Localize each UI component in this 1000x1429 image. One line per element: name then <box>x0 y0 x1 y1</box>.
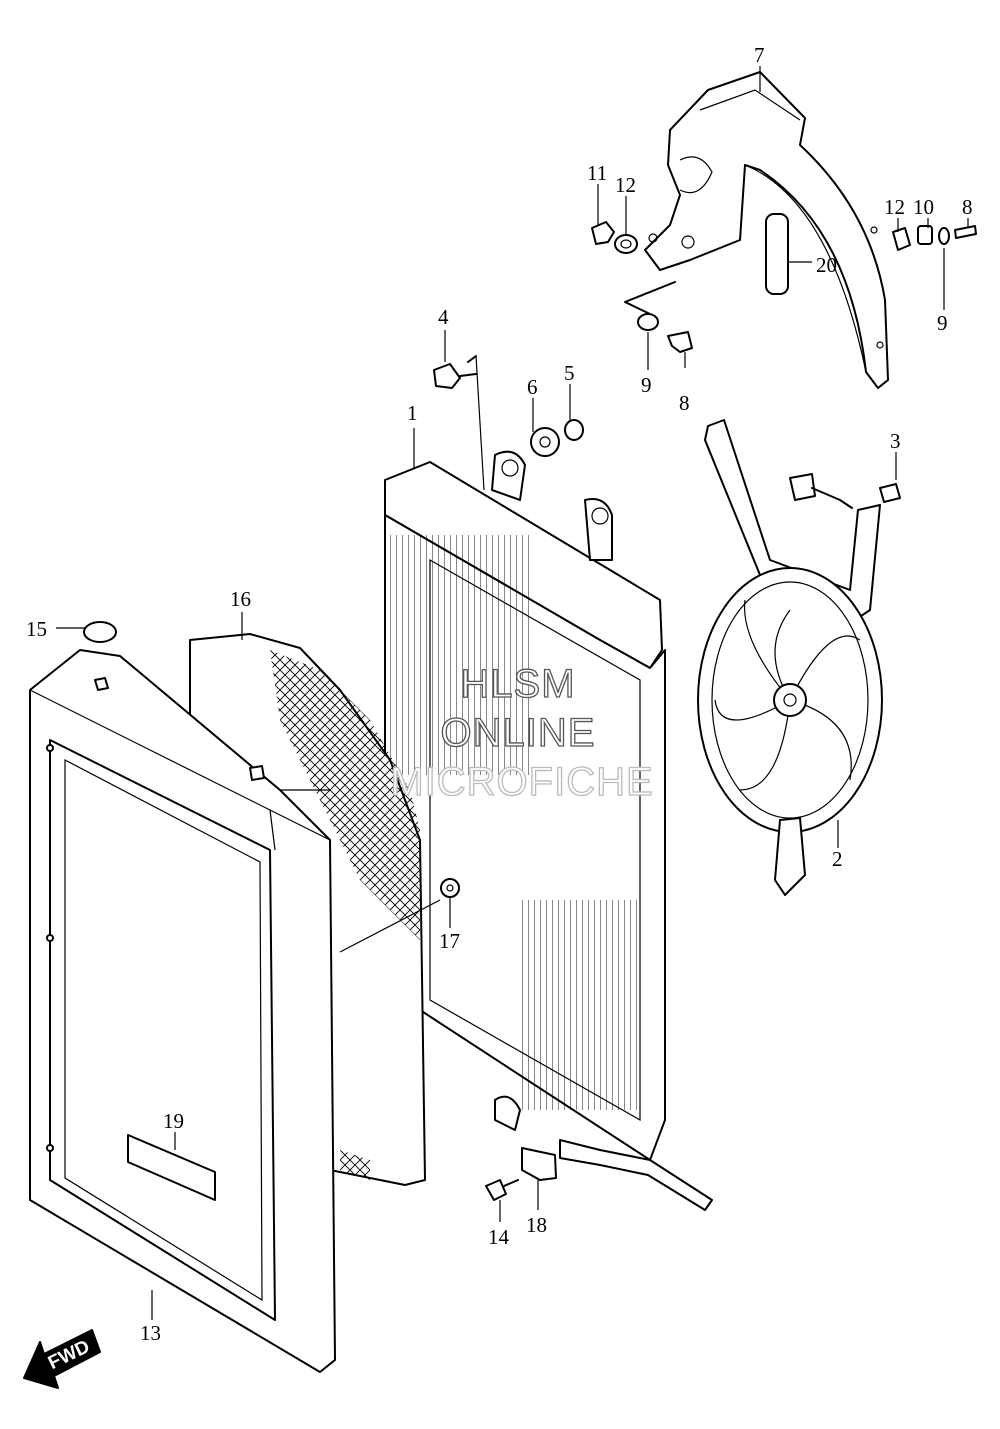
leader-lines <box>56 66 969 1320</box>
hardware-mount-parts <box>433 355 584 491</box>
clip-17-part <box>440 878 460 898</box>
callout-6: 6 <box>527 375 538 399</box>
callout-16: 16 <box>230 587 251 611</box>
fwd-arrow-badge: FWD <box>23 1329 101 1389</box>
callout-2: 2 <box>832 847 843 871</box>
hardware-grommets-top <box>591 213 977 353</box>
lower-hardware <box>485 1147 557 1201</box>
callout-1: 1 <box>407 401 418 425</box>
callout-labels: 1 2 3 4 5 6 7 8 8 9 9 10 11 12 12 13 14 … <box>26 43 973 1345</box>
callout-12-right: 12 <box>884 195 905 219</box>
callout-8-upper: 8 <box>962 195 973 219</box>
watermark-line-3: MICROFICHE <box>390 760 653 804</box>
callout-4: 4 <box>438 305 449 329</box>
callout-17: 17 <box>439 929 460 953</box>
callout-5: 5 <box>564 361 575 385</box>
callout-19: 19 <box>163 1109 184 1133</box>
callout-12-left: 12 <box>615 173 636 197</box>
watermark: HLSM ONLINE MICROFICHE <box>390 661 654 804</box>
radiator <box>384 450 713 1211</box>
emblem-plate <box>127 1134 216 1201</box>
watermark-line-1: HLSM <box>460 662 575 706</box>
cooling-fan <box>697 419 901 896</box>
callout-14: 14 <box>488 1225 510 1249</box>
callout-18: 18 <box>526 1213 547 1237</box>
callout-11: 11 <box>587 161 607 185</box>
radiator-guard <box>29 649 336 1373</box>
cap-15-part <box>83 621 117 643</box>
callout-15: 15 <box>26 617 47 641</box>
callout-9-left: 9 <box>641 373 652 397</box>
callout-8-lower: 8 <box>679 391 690 415</box>
callout-9-right: 9 <box>937 311 948 335</box>
callout-20: 20 <box>816 253 837 277</box>
callout-7: 7 <box>754 43 765 67</box>
callout-13: 13 <box>140 1321 161 1345</box>
callout-3: 3 <box>890 429 901 453</box>
watermark-line-2: ONLINE <box>441 711 596 755</box>
callout-10: 10 <box>913 195 934 219</box>
fan-cover-bracket <box>644 71 889 389</box>
